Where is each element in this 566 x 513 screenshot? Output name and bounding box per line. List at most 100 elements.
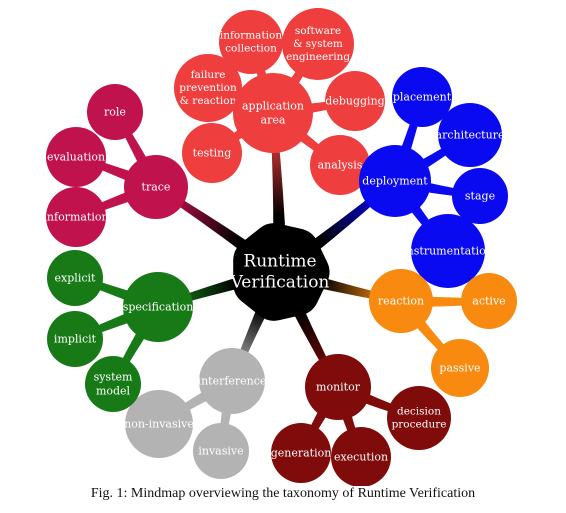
leaf-label-failure-prevention: failure [191, 69, 226, 81]
leaf-label-decision-procedure: decision [397, 405, 441, 417]
branch-label-application-area: application [242, 100, 304, 113]
leaf-node-debugging: debugging [325, 71, 385, 131]
branch-label-trace: trace [142, 181, 171, 194]
branch-node-monitor: monitor [305, 354, 371, 420]
leaf-circle-implicit [47, 311, 103, 367]
leaf-label-software-system-engineering: engineering [286, 51, 350, 63]
branch-node-reaction: reaction [369, 269, 433, 333]
center-blob [233, 223, 330, 321]
branch-label-interference: interference [198, 375, 267, 388]
leaf-circle-decision-procedure [387, 386, 451, 450]
leaf-node-non-invasive: non-invasive [124, 390, 194, 458]
leaf-label-passive: passive [439, 362, 480, 375]
leaf-node-instrumentation: instrumentation [403, 214, 493, 288]
branch-circle-deployment [359, 145, 431, 217]
leaf-label-information-collection: collection [225, 43, 277, 55]
branch-circle-interference [199, 348, 265, 414]
leaf-circle-generation [271, 423, 331, 483]
branch-label-monitor: monitor [316, 381, 361, 394]
leaf-circle-testing [182, 123, 242, 183]
leaf-circle-system-model [85, 356, 141, 412]
branch-label-specification: specification [123, 301, 194, 314]
leaf-circle-evaluation [46, 127, 106, 187]
leaf-circle-role [87, 84, 143, 140]
leaf-circle-non-invasive [125, 390, 193, 458]
leaf-node-implicit: implicit [47, 311, 103, 367]
leaf-circle-debugging [325, 71, 385, 131]
leaf-circle-active [461, 273, 517, 329]
leaf-circle-invasive [193, 423, 249, 479]
figure-caption: Fig. 1: Mindmap overviewing the taxonomy… [90, 486, 476, 501]
leaf-label-non-invasive: non-invasive [124, 418, 194, 431]
center-label: Runtime [243, 251, 316, 271]
leaf-node-testing: testing [182, 123, 242, 183]
leaf-label-active: active [472, 295, 505, 308]
leaf-node-analysis: analysis [310, 135, 370, 195]
leaf-circle-passive [431, 339, 489, 397]
leaf-label-information-collection: information [220, 29, 282, 41]
leaf-label-instrumentation: instrumentation [403, 245, 493, 258]
leaf-node-decision-procedure: decision procedure [387, 386, 451, 450]
leaf-node-invasive: invasive [193, 423, 249, 479]
leaf-label-stage: stage [465, 190, 495, 203]
leaf-node-placement: placement [392, 67, 452, 127]
leaf-circle-information-collection [219, 10, 283, 74]
branch-circle-application-area [233, 73, 313, 153]
leaf-label-system-model: model [96, 384, 131, 397]
leaf-label-system-model: system [94, 371, 133, 384]
leaf-node-information: information [43, 187, 109, 247]
leaf-circle-analysis [310, 135, 370, 195]
leaf-label-information: information [43, 211, 108, 224]
leaf-circle-execution [331, 427, 391, 486]
branch-circle-specification [123, 272, 193, 342]
leaf-node-active: active [461, 273, 517, 329]
leaf-label-role: role [104, 106, 126, 119]
leaf-node-explicit: explicit [47, 250, 103, 306]
leaf-label-failure-prevention: & reaction [180, 95, 237, 107]
leaf-circle-software-system-engineering [282, 8, 354, 80]
branch-label-application-area: area [261, 113, 286, 126]
branch-label-deployment: deployment [362, 175, 428, 188]
leaf-node-execution: execution [331, 427, 391, 486]
leaf-node-role: role [87, 84, 143, 140]
leaf-label-decision-procedure: procedure [392, 419, 447, 431]
leaf-label-execution: execution [334, 451, 388, 464]
leaf-node-information-collection: information collection [219, 10, 283, 74]
leaf-node-architecture: architecture [436, 103, 505, 167]
leaf-circle-information [46, 187, 106, 247]
branch-node-trace: trace [124, 155, 188, 219]
leaf-label-analysis: analysis [318, 159, 363, 172]
leaf-node-generation: generation [271, 423, 331, 483]
branch-label-reaction: reaction [378, 295, 424, 308]
leaf-node-stage: stage [452, 168, 508, 224]
branch-node-interference: interference [198, 348, 267, 414]
leaf-label-software-system-engineering: & system [293, 38, 343, 50]
leaf-circle-architecture [438, 103, 502, 167]
leaf-label-failure-prevention: prevention [179, 82, 237, 94]
leaf-label-software-system-engineering: software [295, 25, 341, 37]
branch-node-deployment: deployment [359, 145, 431, 217]
leaf-node-passive: passive [431, 339, 489, 397]
branch-circle-monitor [305, 354, 371, 420]
leaf-label-placement: placement [393, 91, 452, 104]
branch-circle-trace [124, 155, 188, 219]
leaf-label-architecture: architecture [436, 129, 505, 142]
leaf-label-implicit: implicit [54, 333, 97, 346]
mindmap-nodes: information collection software& systemeng… [43, 8, 517, 486]
leaf-node-evaluation: evaluation [46, 127, 106, 187]
leaf-label-invasive: invasive [198, 445, 243, 458]
leaf-label-explicit: explicit [55, 272, 96, 285]
leaf-circle-instrumentation [411, 214, 485, 288]
leaf-label-debugging: debugging [325, 95, 384, 108]
branch-node-specification: specification [123, 272, 194, 342]
leaf-label-evaluation: evaluation [47, 151, 105, 164]
leaf-circle-placement [392, 67, 452, 127]
branch-circle-reaction [369, 269, 433, 333]
center-label: Verification [230, 273, 330, 293]
mindmap-diagram: information collection software& systemeng… [43, 8, 517, 486]
